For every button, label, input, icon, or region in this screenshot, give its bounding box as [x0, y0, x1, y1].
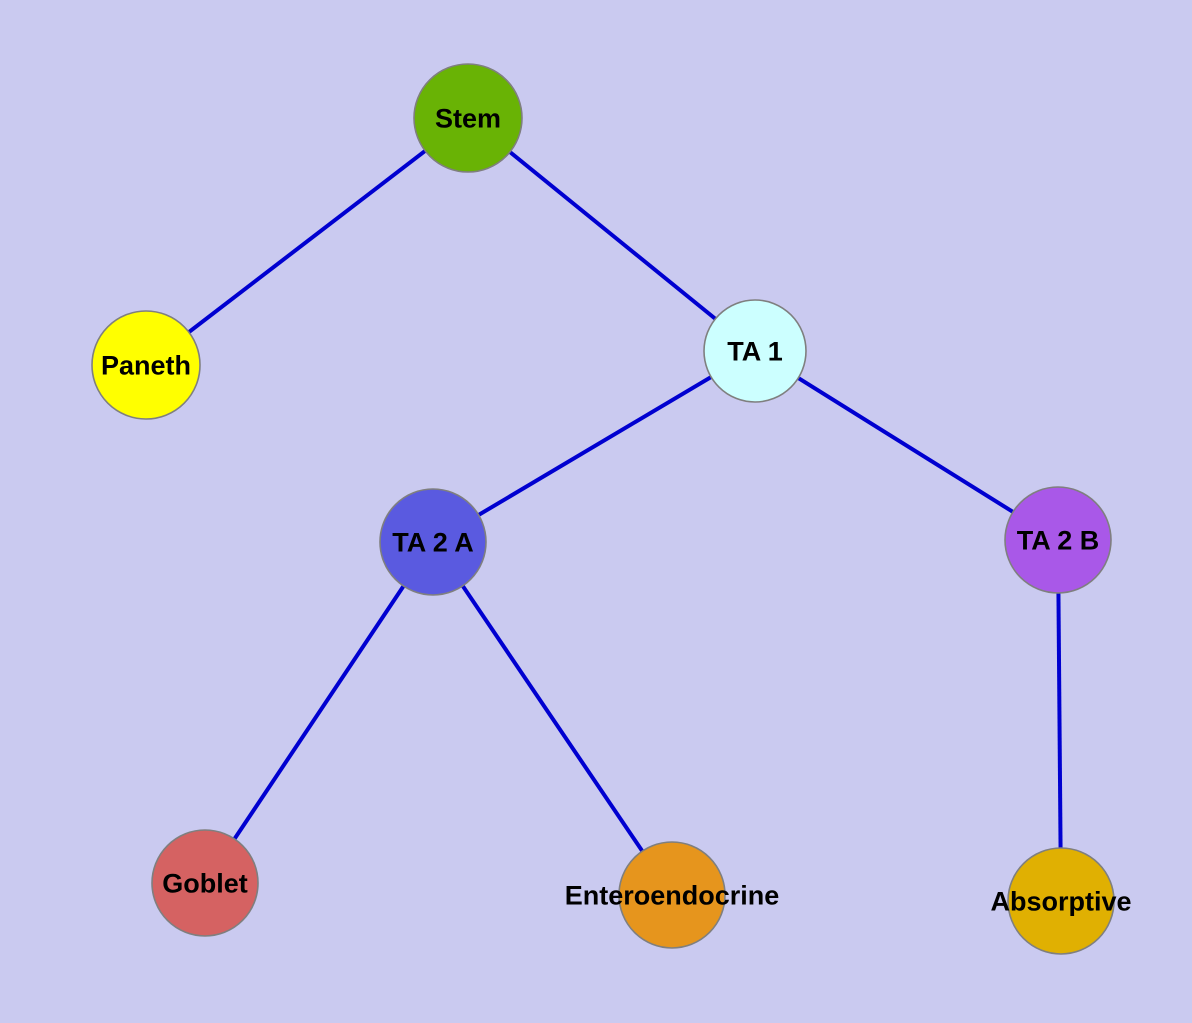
node-circle-paneth[interactable]: [91, 310, 201, 420]
node-ta1[interactable]: TA 1: [703, 299, 807, 403]
node-circle-enteroendocrine[interactable]: [618, 841, 726, 949]
node-label-stem: Stem: [435, 103, 501, 133]
node-circle-ta2b[interactable]: [1004, 486, 1112, 594]
node-label-goblet: Goblet: [162, 868, 248, 898]
node-label-ta2b: TA 2 B: [1017, 525, 1100, 555]
node-ta2b[interactable]: TA 2 B: [1004, 486, 1112, 594]
node-circle-absorptive[interactable]: [1007, 847, 1115, 955]
node-goblet[interactable]: Goblet: [151, 829, 259, 937]
node-enteroendocrine[interactable]: Enteroendocrine: [565, 841, 780, 949]
node-absorptive[interactable]: Absorptive: [990, 847, 1132, 955]
edge-ta1-ta2b: [753, 349, 1060, 542]
node-circle-stem[interactable]: [413, 63, 523, 173]
edge-stem-ta1: [466, 116, 757, 353]
node-label-ta1: TA 1: [727, 336, 783, 366]
node-circle-ta1[interactable]: [703, 299, 807, 403]
node-label-enteroendocrine: Enteroendocrine: [565, 880, 780, 910]
node-ta2a[interactable]: TA 2 A: [379, 488, 487, 596]
node-label-paneth: Paneth: [101, 350, 191, 380]
node-circle-ta2a[interactable]: [379, 488, 487, 596]
node-label-absorptive: Absorptive: [990, 886, 1131, 916]
edge-ta2a-enteroendocrine: [431, 540, 674, 897]
node-stem[interactable]: Stem: [413, 63, 523, 173]
node-label-ta2a: TA 2 A: [392, 527, 474, 557]
node-circle-goblet[interactable]: [151, 829, 259, 937]
edge-ta2b-absorptive: [1056, 539, 1063, 902]
edge-stem-paneth: [144, 116, 470, 367]
edge-ta2a-goblet: [203, 540, 435, 885]
node-paneth[interactable]: Paneth: [91, 310, 201, 420]
edge-ta1-ta2a: [431, 349, 757, 544]
